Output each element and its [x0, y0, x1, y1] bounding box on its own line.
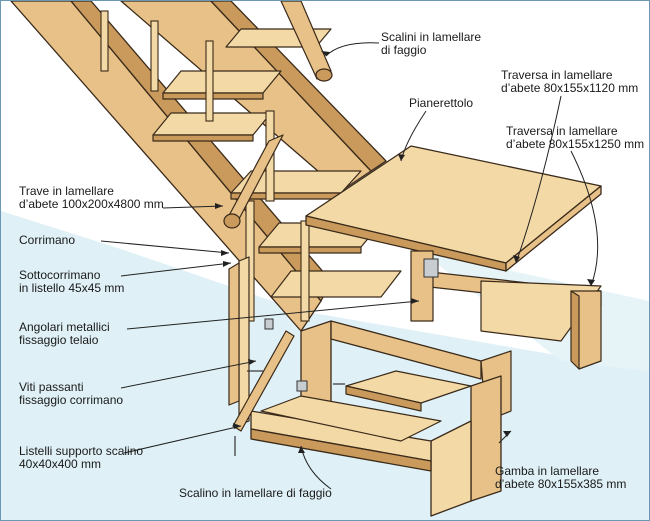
label-pianerottolo: Pianerettolo: [409, 96, 474, 110]
metal-bracket-icon: [264, 258, 439, 392]
loose-tread: [345, 370, 472, 412]
leader-arrowheads: [215, 51, 595, 453]
label-sottocorrimano: Sottocorrimano in listello 45x45 mm: [19, 268, 125, 295]
screw-icon: [234, 370, 345, 456]
label-traversa-1250: Traversa in lamellare d’abete 80x155x125…: [506, 124, 645, 151]
handrail: [223, 1, 333, 426]
label-trave: Trave in lamellare d’abete 100x200x4800 …: [19, 184, 164, 211]
lower-tread: [260, 395, 442, 442]
label-angolari: Angolari metallici fissaggio telaio: [19, 320, 110, 347]
label-scalino: Scalino in lamellare di faggio: [179, 486, 332, 500]
label-scalini: Scalini in lamellare di faggio: [381, 30, 482, 57]
label-corrimano: Corrimano: [19, 233, 76, 247]
label-listelli: Listelli supporto scalino 40x40x400 mm: [19, 444, 144, 471]
leader-lines: [100, 42, 599, 490]
label-gamba: Gamba in lamellare d’abete 80x155x385 mm: [495, 464, 627, 491]
landing-platform: [305, 145, 602, 272]
support-strip: [232, 330, 295, 432]
label-viti: Viti passanti fissaggio corrimano: [19, 380, 124, 407]
front-frame: [250, 320, 502, 517]
landing-crossbeams: [410, 250, 602, 422]
label-traversa-1120: Traversa in lamellare d’abete 80x155x112…: [501, 68, 639, 95]
